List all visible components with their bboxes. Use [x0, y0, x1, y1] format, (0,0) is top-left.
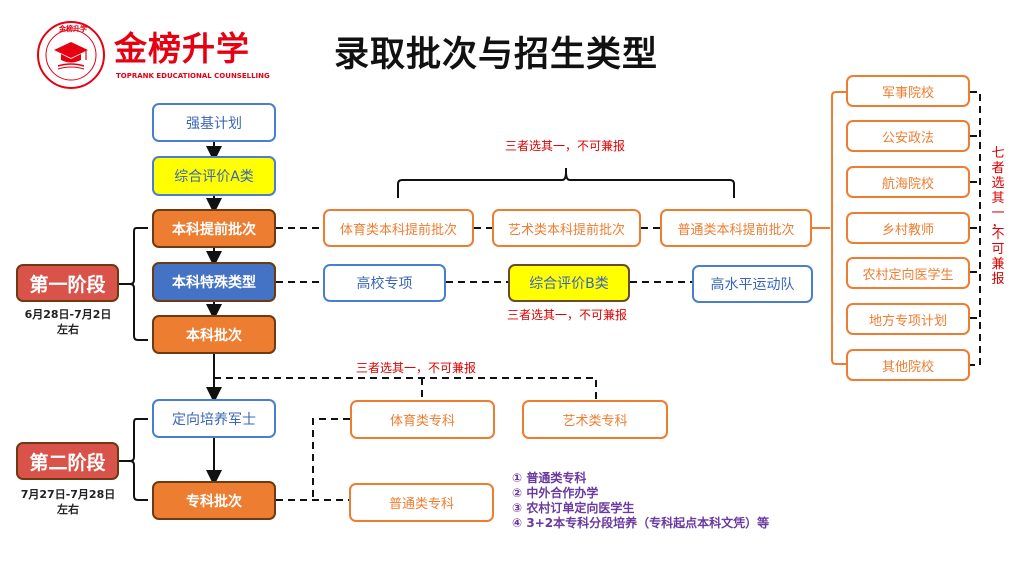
option-putong-zhuanke[interactable]: 普通类专科 — [349, 483, 494, 522]
putong-zhuanke-list: ① 普通类专科 ② 中外合作办学 ③ 农村订单定向医学生 ④ 3+2本专科分段培… — [512, 471, 769, 531]
option-tiyu-benke-tiqian[interactable]: 体育类本科提前批次 — [323, 209, 474, 247]
stage-2-badge: 第二阶段 — [16, 442, 119, 480]
option-junshi-yuanxiao[interactable]: 军事院校 — [846, 75, 970, 107]
stage-1-badge: 第一阶段 — [16, 264, 119, 302]
tiqian-brace — [397, 168, 735, 198]
note-char: 者 — [991, 161, 1005, 176]
list-item: ④ 3+2本专科分段培养（专科起点本科文凭）等 — [512, 516, 770, 530]
option-gongan-zhengfa[interactable]: 公安政法 — [846, 120, 970, 152]
logo-ring-text: 金榜升学 — [59, 25, 87, 33]
note-char: 一 — [991, 206, 1005, 221]
option-nongcun-dingxiang-yixuesheng[interactable]: 农村定向医学生 — [846, 257, 970, 289]
brand-name: 金榜升学 — [114, 29, 250, 68]
list-item: ① 普通类专科 — [512, 471, 587, 485]
option-gaoxiao-zhuanxiang[interactable]: 高校专项 — [323, 264, 446, 302]
note-char: 七 — [991, 146, 1005, 161]
stage-2-date-line1: 7月27日-7月28日 — [20, 488, 116, 501]
option-yishu-benke-tiqian[interactable]: 艺术类本科提前批次 — [492, 209, 641, 247]
stage-2-date: 7月27日-7月28日 左右 — [12, 487, 124, 517]
note-char: 选 — [991, 176, 1005, 191]
page-title: 录取批次与招生类型 — [334, 35, 659, 75]
box-dingxiang-junshi[interactable]: 定向培养军士 — [152, 399, 276, 438]
option-zonghe-b[interactable]: 综合评价B类 — [508, 264, 630, 302]
box-zhuanke[interactable]: 专科批次 — [152, 481, 276, 520]
stage-1-date-line1: 6月28日-7月2日 — [24, 308, 112, 321]
zhuanke-note: 三者选其一，不可兼报 — [356, 361, 477, 375]
option-hanghai-yuanxiao[interactable]: 航海院校 — [846, 166, 970, 198]
option-difang-zhuanxiang[interactable]: 地方专项计划 — [846, 303, 970, 335]
list-item: ③ 农村订单定向医学生 — [512, 501, 635, 515]
teshu-note: 三者选其一，不可兼报 — [507, 308, 628, 322]
seven-options-tree — [812, 91, 846, 365]
brand-logo: 金榜升学 — [36, 20, 106, 90]
option-putong-benke-tiqian[interactable]: 普通类本科提前批次 — [660, 209, 812, 247]
box-benke-tiqian[interactable]: 本科提前批次 — [152, 209, 276, 248]
note-char: 兼 — [991, 257, 1005, 272]
stage-2-date-line2: 左右 — [57, 503, 79, 516]
list-item: ② 中外合作办学 — [512, 486, 599, 500]
option-qita-yuanxiao[interactable]: 其他院校 — [846, 349, 970, 381]
note-char: ， — [991, 216, 1005, 231]
graduation-cap-logo-icon — [37, 21, 105, 89]
stage-brackets — [116, 227, 148, 501]
stage-1-date-line2: 左右 — [57, 323, 79, 336]
box-zonghe-a[interactable]: 综合评价A类 — [152, 156, 276, 196]
option-yishu-zhuanke[interactable]: 艺术类专科 — [522, 400, 668, 439]
note-char: 不 — [991, 227, 1005, 242]
note-char: 可 — [991, 242, 1005, 257]
option-tiyu-zhuanke[interactable]: 体育类专科 — [350, 400, 495, 439]
option-gaoshuiping-yundongdui[interactable]: 高水平运动队 — [692, 265, 813, 303]
note-char: 其 — [991, 191, 1005, 206]
box-benke-teshu[interactable]: 本科特殊类型 — [152, 262, 276, 302]
stage-1-date: 6月28日-7月2日 左右 — [12, 307, 124, 337]
seven-options-note: 七 者 选 其 一 ， 不 可 兼 报 — [991, 146, 1005, 287]
note-char: 报 — [991, 272, 1005, 287]
tiqian-note: 三者选其一，不可兼报 — [505, 139, 626, 153]
box-benke[interactable]: 本科批次 — [152, 315, 276, 354]
brand-subtitle: TOPRANK EDUCATIONAL COUNSELLING — [116, 72, 270, 80]
option-xiangcun-jiaoshi[interactable]: 乡村教师 — [846, 212, 970, 244]
dashed-connectors — [214, 91, 981, 501]
box-qiangji[interactable]: 强基计划 — [152, 103, 276, 142]
